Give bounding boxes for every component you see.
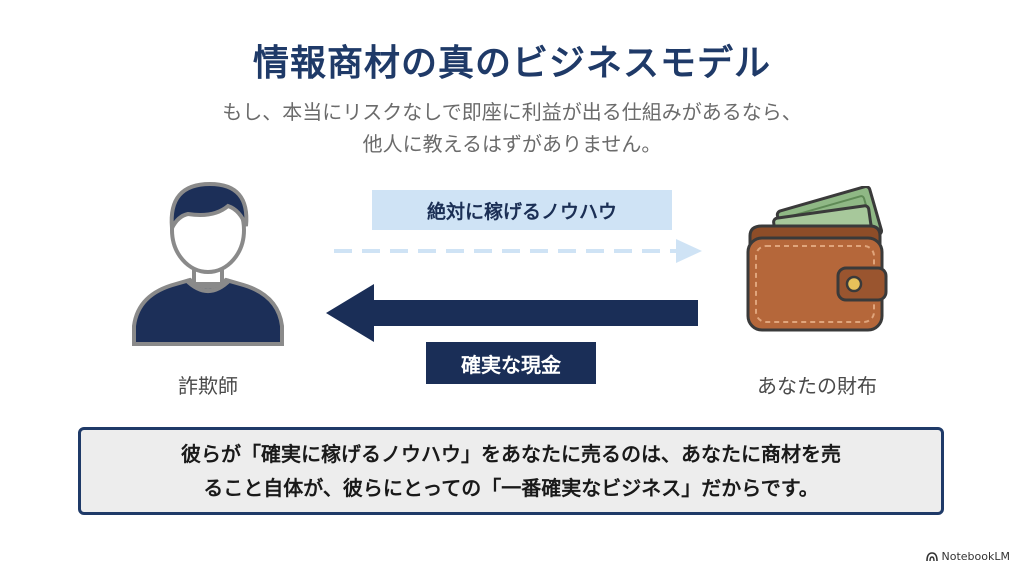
cash-label-box: 確実な現金 bbox=[426, 342, 596, 384]
conclusion-box: 彼らが「確実に稼げるノウハウ」をあなたに売るのは、あなたに商材を売 ること自体が… bbox=[78, 427, 944, 515]
page-title: 情報商材の真のビジネスモデル bbox=[252, 43, 771, 84]
subtitle-line-1: もし、本当にリスクなしで即座に利益が出る仕組みがあるなら、 bbox=[222, 100, 802, 124]
left-actor-label: 詐欺師 bbox=[178, 374, 238, 398]
conclusion-line-1: 彼らが「確実に稼げるノウハウ」をあなたに売るのは、あなたに商材を売 bbox=[181, 442, 841, 466]
subtitle: もし、本当にリスクなしで即座に利益が出る仕組みがあるなら、 他人に教えるはずがあ… bbox=[0, 96, 1024, 160]
right-actor-label: あなたの財布 bbox=[757, 374, 877, 398]
knowhow-label-box: 絶対に稼げるノウハウ bbox=[372, 190, 672, 230]
brand-text: NotebookLM bbox=[941, 550, 1010, 563]
conclusion-line-2: ること自体が、彼らにとっての「一番確実なビジネス」だからです。 bbox=[203, 476, 819, 500]
wallet-icon bbox=[746, 186, 888, 332]
brand-watermark: NotebookLM bbox=[925, 550, 1010, 563]
dashed-arrow-right bbox=[334, 239, 702, 263]
solid-arrow-left bbox=[326, 284, 698, 342]
notebooklm-logo-icon bbox=[925, 551, 938, 561]
person-icon bbox=[132, 181, 284, 346]
subtitle-line-2: 他人に教えるはずがありません。 bbox=[362, 132, 662, 156]
